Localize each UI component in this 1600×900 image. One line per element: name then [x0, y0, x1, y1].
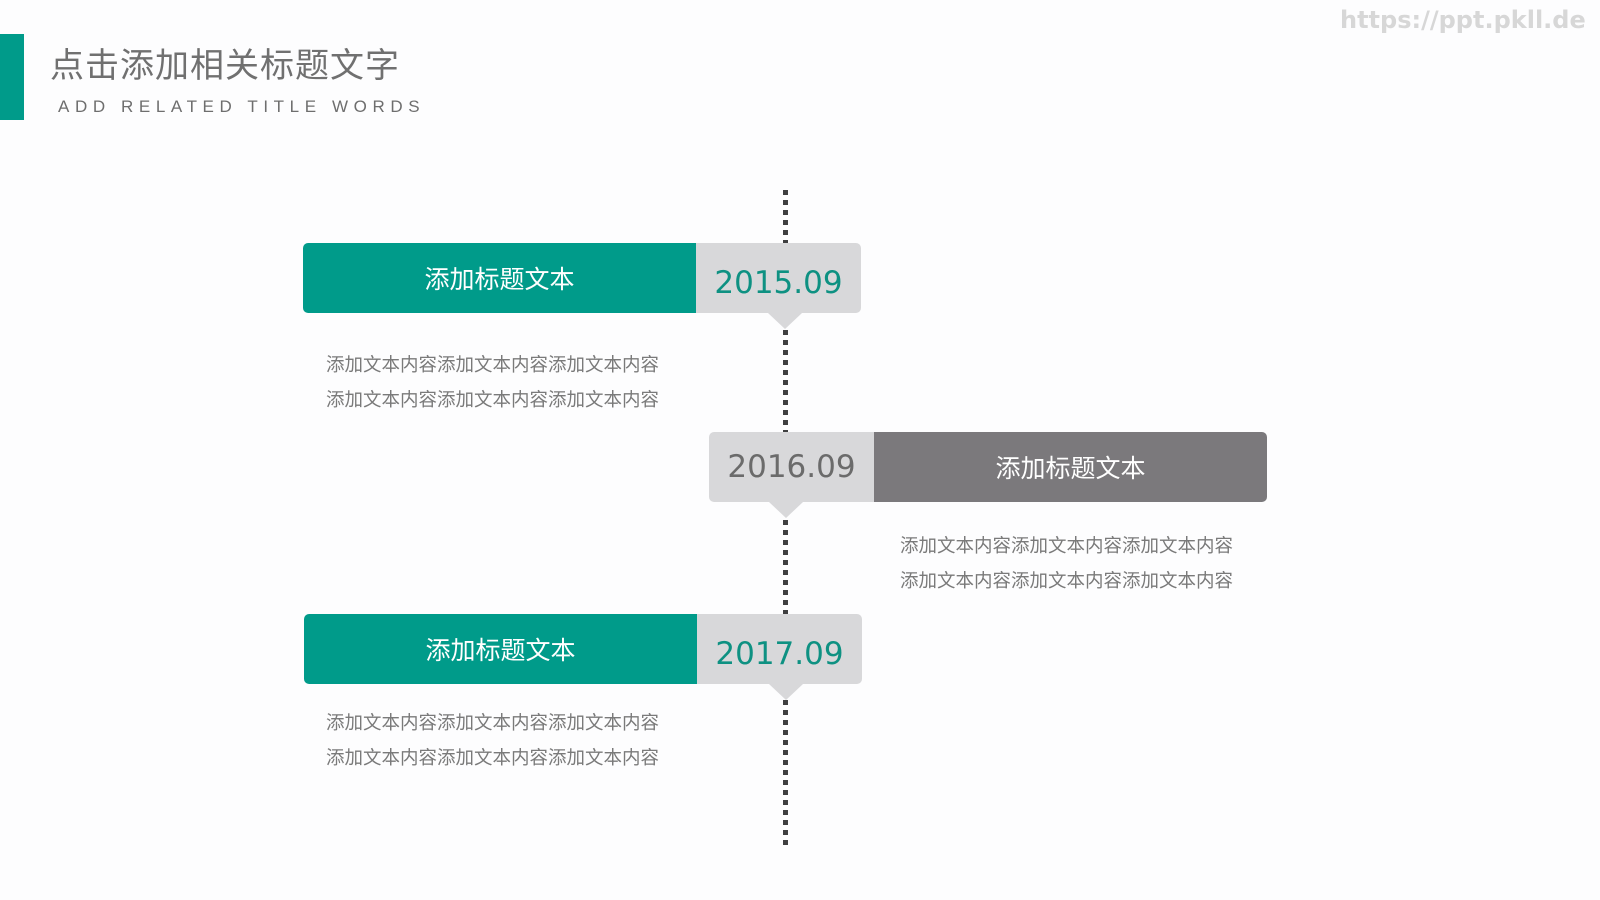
description-line: 添加文本内容添加文本内容添加文本内容 [326, 390, 660, 411]
timeline-card-2016: 2016.09 添加标题文本 [709, 432, 1267, 502]
timeline-date: 2017.09 [697, 614, 862, 684]
page-title: 点击添加相关标题文字 [50, 46, 400, 86]
timeline-date: 2015.09 [696, 243, 861, 313]
timeline-description: 添加文本内容添加文本内容添加文本内容 添加文本内容添加文本内容添加文本内容 [900, 529, 1233, 599]
timeline-description: 添加文本内容添加文本内容添加文本内容 添加文本内容添加文本内容添加文本内容 [326, 706, 659, 776]
description-line: 添加文本内容添加文本内容添加文本内容 [900, 571, 1234, 592]
watermark: https://ppt.pkll.de [1340, 6, 1586, 34]
description-line: 添加文本内容添加文本内容添加文本内容 [326, 713, 660, 734]
timeline-title: 添加标题文本 [304, 614, 697, 684]
timeline-title: 添加标题文本 [874, 432, 1267, 502]
timeline-title: 添加标题文本 [303, 243, 696, 313]
title-accent-bar [0, 34, 24, 120]
timeline-card-2017: 添加标题文本 2017.09 [304, 614, 862, 684]
timeline-card-2015: 添加标题文本 2015.09 [303, 243, 861, 313]
description-line: 添加文本内容添加文本内容添加文本内容 [326, 355, 660, 376]
description-line: 添加文本内容添加文本内容添加文本内容 [900, 536, 1234, 557]
page-subtitle: ADD RELATED TITLE WORDS [58, 97, 426, 116]
description-line: 添加文本内容添加文本内容添加文本内容 [326, 748, 660, 769]
timeline-date: 2016.09 [709, 432, 874, 502]
timeline-description: 添加文本内容添加文本内容添加文本内容 添加文本内容添加文本内容添加文本内容 [326, 348, 659, 418]
